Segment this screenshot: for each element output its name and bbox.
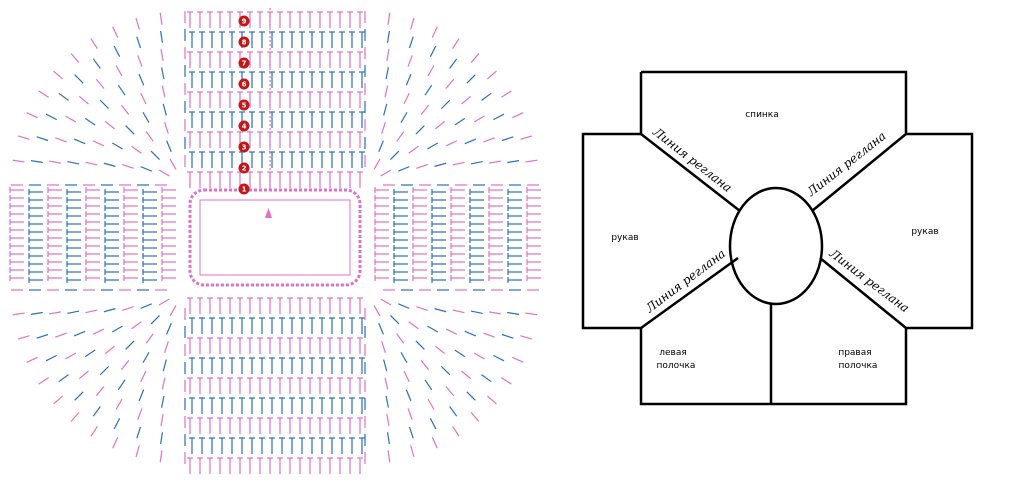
- row-marker: [238, 36, 250, 48]
- row-number: 9: [242, 18, 247, 26]
- right-front-label-line2: полочка: [839, 361, 878, 371]
- row-number: 2: [242, 165, 247, 173]
- row-number: 5: [242, 102, 247, 110]
- back-label: спинка: [745, 110, 779, 120]
- raglan-schematic: [581, 70, 974, 406]
- row-marker: [238, 15, 250, 27]
- left-front-label-line2: полочка: [657, 361, 696, 371]
- row-number: 8: [242, 39, 247, 47]
- crochet-chart: 1 2 3 4 5 6 7 8 9: [9, 8, 541, 474]
- right-sleeve-panel: [819, 132, 974, 330]
- row-number-markers: 1 2 3 4 5 6 7 8 9: [238, 15, 250, 195]
- row-number: 4: [242, 123, 247, 131]
- right-front-label-line1: правая: [838, 348, 871, 358]
- row-number: 7: [242, 60, 247, 68]
- left-sleeve-label: рукав: [611, 233, 638, 243]
- row-marker: [238, 57, 250, 69]
- row-number: 6: [242, 81, 247, 89]
- neckline-oval: [728, 186, 824, 306]
- row-marker: [238, 162, 250, 174]
- raglan-label-top-right: Линия реглана: [804, 129, 889, 200]
- raglan-label-bottom-right: Линия реглана: [826, 246, 912, 315]
- right-sleeve-label: рукав: [911, 227, 938, 237]
- fronts-panel: [639, 328, 908, 406]
- raglan-label-top-left: Линия реглана: [650, 124, 735, 195]
- left-sleeve-panel: [581, 132, 739, 330]
- row-number: 3: [242, 144, 247, 152]
- row-marker: [238, 99, 250, 111]
- row-marker: [238, 78, 250, 90]
- start-arrow: [265, 208, 272, 218]
- row-marker: [238, 120, 250, 132]
- row-marker: [238, 141, 250, 153]
- left-front-label-line1: левая: [659, 348, 687, 358]
- stitch-grid: [9, 8, 541, 474]
- raglan-label-bottom-left: Линия реглана: [642, 246, 728, 315]
- row-number: 1: [242, 186, 247, 194]
- row-marker: [238, 183, 250, 195]
